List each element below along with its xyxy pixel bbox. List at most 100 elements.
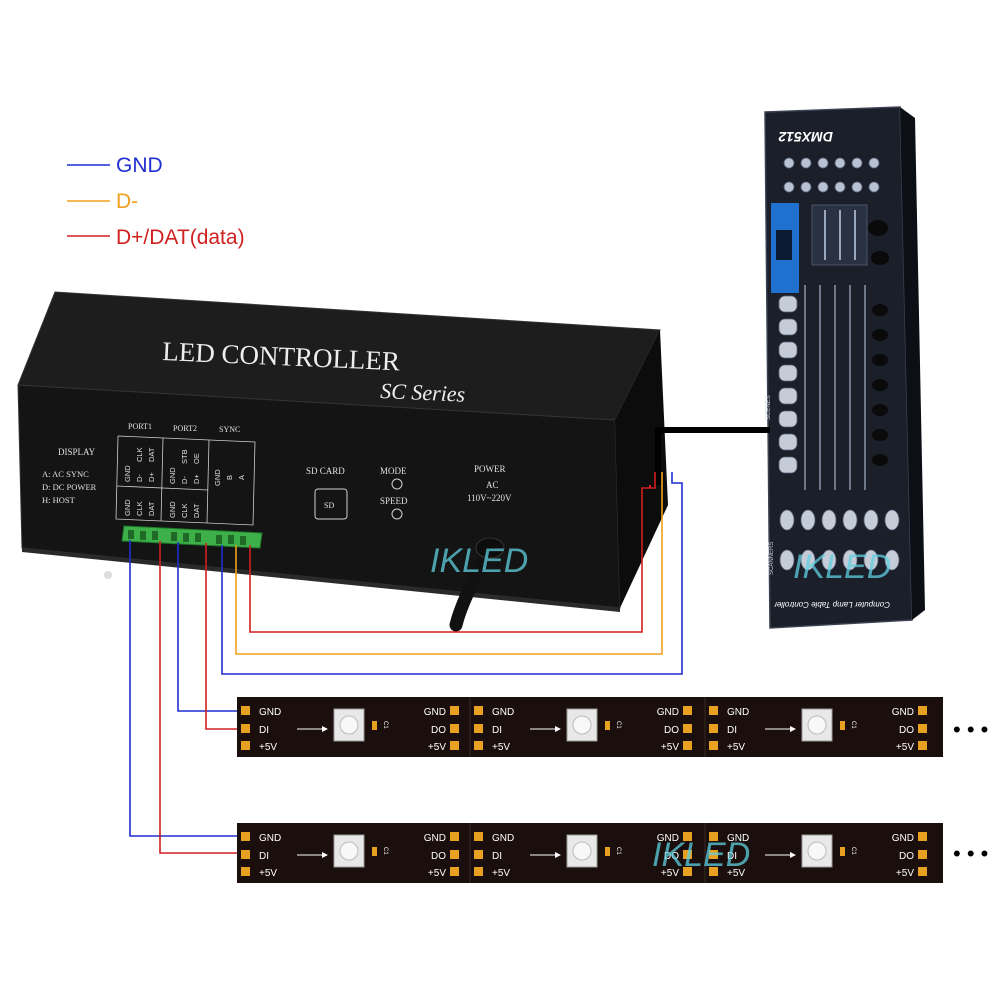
capacitor-label: C1 — [615, 847, 621, 855]
dmx512-console: DMX512 — [764, 106, 925, 629]
display-mode-h: H: HOST — [42, 495, 76, 505]
solder-pad — [450, 724, 459, 733]
legend-label-dminus: D- — [116, 190, 138, 213]
port1-bottom-gnd: GND — [123, 499, 132, 516]
led-chip — [333, 708, 365, 742]
power-range: 110V~220V — [467, 493, 512, 503]
pin-label-do: DO — [899, 725, 914, 736]
pin-label-di: DI — [727, 725, 737, 736]
pin-label-do: DO — [431, 725, 446, 736]
arrow-head-icon — [322, 726, 328, 732]
controller-side-face — [615, 330, 668, 608]
jog-knob-icon[interactable] — [871, 251, 889, 265]
speed-button[interactable] — [391, 508, 403, 520]
solder-pad — [683, 832, 692, 841]
pin-label-gnd: GND — [892, 833, 914, 844]
sync-pin-gnd: GND — [213, 469, 222, 486]
arrow-head-icon — [555, 852, 561, 858]
pin-label-gnd: GND — [492, 833, 514, 844]
solder-pad — [709, 706, 718, 715]
port-grid — [115, 435, 256, 526]
sd-slot-label: SD — [324, 501, 334, 510]
port2-bottom-dat: DAT — [192, 503, 201, 518]
sync-pin-b: B — [225, 475, 234, 480]
wire-port1-dat — [159, 541, 240, 854]
pin-label-vcc: +5V — [492, 742, 510, 753]
legend-label-gnd: GND — [116, 154, 163, 177]
display-label: DISPLAY — [58, 447, 96, 457]
console-scene-rows[interactable] — [778, 285, 888, 490]
solder-pad — [450, 867, 459, 876]
solder-pad — [709, 867, 718, 876]
capacitor — [840, 847, 845, 856]
capacitor-label: C1 — [382, 721, 388, 729]
pin-label-do: DO — [664, 725, 679, 736]
led-lens — [807, 841, 827, 861]
capacitor — [605, 847, 610, 856]
solder-pad — [474, 741, 483, 750]
led-lens — [339, 715, 359, 735]
led-strips: GNDDI+5VC1GNDDO+5VGNDDI+5VC1GNDDO+5VGNDD… — [237, 697, 943, 883]
solder-pad — [450, 741, 459, 750]
power-label: POWER — [474, 464, 506, 474]
port2-bottom-gnd: GND — [168, 501, 177, 518]
pin-label-do: DO — [899, 851, 914, 862]
pin-label-gnd: GND — [657, 707, 679, 718]
display-mode-a: A: AC SYNC — [42, 469, 89, 479]
pin-label-di: DI — [727, 851, 737, 862]
solder-pad — [474, 724, 483, 733]
strip2-continuation: • • • — [953, 841, 988, 866]
display-mode-d: D: DC POWER — [42, 482, 97, 492]
pin-label-gnd: GND — [259, 833, 281, 844]
dmx-cable — [649, 427, 770, 488]
solder-pad — [474, 832, 483, 841]
port2-label: PORT2 — [173, 424, 197, 433]
solder-pad — [241, 706, 250, 715]
port1-pin-dminus: D- — [135, 474, 144, 482]
solder-pad — [918, 867, 927, 876]
mode-button[interactable] — [391, 478, 403, 490]
arrow-head-icon — [322, 852, 328, 858]
port1-pin-dplus: D+ — [147, 472, 156, 482]
pin-label-gnd: GND — [424, 707, 446, 718]
sd-card-slot[interactable] — [314, 488, 348, 520]
solder-pad — [709, 724, 718, 733]
console-model: DMX512 — [778, 129, 833, 145]
strip1-continuation: • • • — [953, 717, 988, 742]
console-top-buttons[interactable] — [783, 157, 880, 193]
led-strip-1: GNDDI+5VC1GNDDO+5VGNDDI+5VC1GNDDO+5VGNDD… — [237, 697, 943, 757]
pin-label-gnd: GND — [259, 707, 281, 718]
pin-label-vcc: +5V — [896, 868, 914, 879]
sd-card-label: SD CARD — [306, 466, 345, 476]
pin-label-vcc: +5V — [428, 742, 446, 753]
controller-subtitle: SC Series — [380, 378, 466, 407]
console-scanner-buttons[interactable] — [779, 509, 900, 571]
port1-pin-dat: DAT — [147, 447, 156, 462]
solder-pad — [683, 724, 692, 733]
solder-pad — [918, 850, 927, 859]
pin-label-vcc: +5V — [492, 868, 510, 879]
arrow-head-icon — [790, 852, 796, 858]
solder-pad — [241, 832, 250, 841]
pin-label-vcc: +5V — [259, 742, 277, 753]
pin-label-gnd: GND — [424, 833, 446, 844]
solder-pad — [918, 741, 927, 750]
solder-pad — [709, 850, 718, 859]
solder-pad — [450, 832, 459, 841]
joystick-icon[interactable] — [868, 220, 888, 236]
capacitor — [840, 721, 845, 730]
solder-pad — [918, 706, 927, 715]
capacitor — [372, 721, 377, 730]
wire-sync-dminus — [235, 472, 663, 655]
capacitor-label: C1 — [850, 847, 856, 855]
pin-label-vcc: +5V — [727, 868, 745, 879]
solder-pad — [450, 706, 459, 715]
arrow-head-icon — [790, 726, 796, 732]
capacitor-label: C1 — [615, 721, 621, 729]
pin-label-gnd: GND — [657, 833, 679, 844]
solder-pad — [683, 741, 692, 750]
